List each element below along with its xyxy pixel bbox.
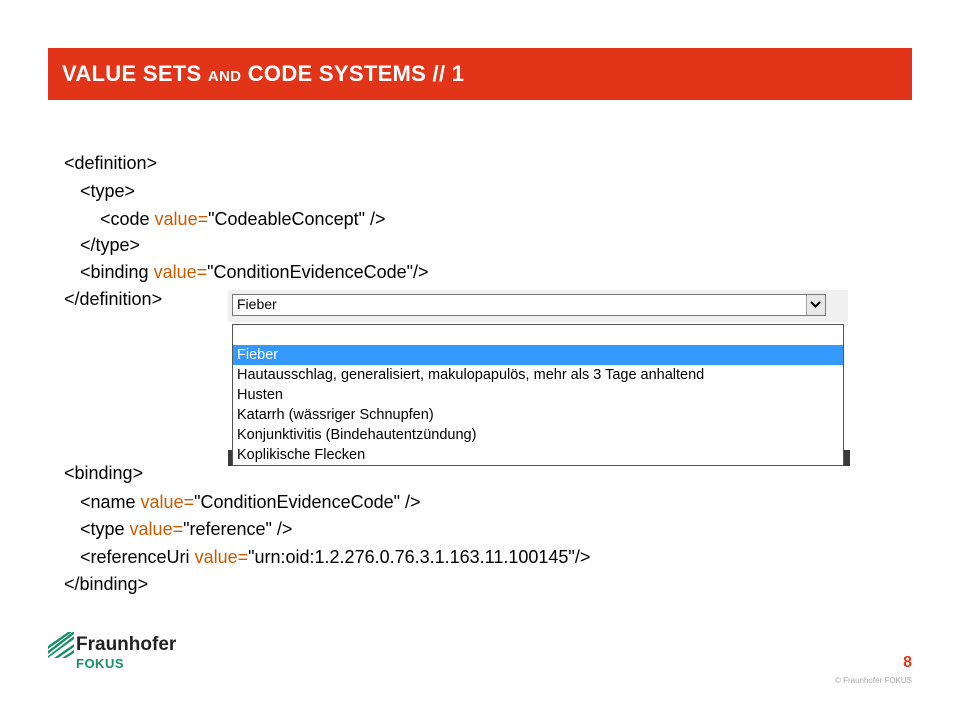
page-number: 8 — [903, 654, 912, 671]
fraunhofer-logo-icon — [48, 632, 74, 658]
reference-uri-line: <referenceUri value="urn:oid:1.2.276.0.7… — [80, 546, 590, 568]
reference-uri-tag: <referenceUri — [80, 547, 195, 567]
binding-tag: <binding — [80, 262, 154, 282]
chevron-down-icon[interactable] — [806, 295, 825, 315]
reference-uri-attr: value= — [194, 547, 249, 567]
type-close-tag: </type> — [80, 235, 141, 255]
code-tag: <code — [100, 209, 155, 229]
code-attr: value= — [154, 209, 209, 229]
logo-name: Fraunhofer — [76, 634, 177, 655]
list-item[interactable]: Katarrh (wässriger Schnupfen) — [237, 407, 434, 423]
list-item[interactable]: Fieber — [233, 345, 843, 365]
list-item[interactable]: Hautausschlag, generalisiert, makulopapu… — [237, 367, 705, 383]
name-value: "ConditionEvidenceCode" /> — [194, 492, 421, 512]
binding-attr: value= — [153, 262, 208, 282]
type-attr: value= — [129, 519, 184, 539]
logo-subtitle: FOKUS — [76, 656, 124, 671]
fraunhofer-logo: Fraunhofer FOKUS — [48, 632, 188, 676]
binding-open-tag: <binding> — [64, 463, 144, 483]
value-set-dropdown[interactable]: Fieber Fieber Hautausschlag, generalisie… — [228, 290, 850, 470]
copyright-text: © Fraunhofer FOKUS — [834, 676, 912, 685]
type-open-tag: <type> — [80, 181, 136, 201]
code-line: <code value="CodeableConcept" /> — [100, 208, 386, 230]
slide-title: VALUE SETS AND CODE SYSTEMS // 1 — [62, 61, 464, 87]
combo-box[interactable]: Fieber — [232, 294, 826, 316]
title-bar: VALUE SETS AND CODE SYSTEMS // 1 — [48, 48, 912, 100]
definition-close-tag: </definition> — [64, 289, 163, 309]
title-part-3: CODE SYSTEMS // 1 — [241, 61, 465, 86]
type-tag: <type — [80, 519, 130, 539]
list-item[interactable]: Konjunktivitis (Bindehautentzündung) — [237, 427, 477, 443]
list-item[interactable]: Husten — [237, 387, 283, 403]
binding-close-tag: </binding> — [64, 574, 149, 594]
combo-selected-value: Fieber — [237, 296, 277, 312]
definition-open-tag: <definition> — [64, 153, 158, 173]
type-value: "reference" /> — [183, 519, 293, 539]
name-tag: <name — [80, 492, 141, 512]
name-attr: value= — [140, 492, 195, 512]
binding-line: <binding value="ConditionEvidenceCode"/> — [80, 261, 429, 283]
binding-value: "ConditionEvidenceCode"/> — [207, 262, 429, 282]
name-line: <name value="ConditionEvidenceCode" /> — [80, 491, 421, 513]
title-part-1: VALUE SETS — [62, 61, 208, 86]
list-item[interactable]: Koplikische Flecken — [237, 447, 366, 463]
title-part-2: AND — [207, 68, 242, 85]
type-line: <type value="reference" /> — [80, 518, 292, 540]
code-value: "CodeableConcept" /> — [208, 209, 386, 229]
dropdown-list[interactable]: Fieber Hautausschlag, generalisiert, mak… — [232, 324, 844, 466]
reference-uri-value: "urn:oid:1.2.276.0.76.3.1.163.11.100145"… — [248, 547, 591, 567]
